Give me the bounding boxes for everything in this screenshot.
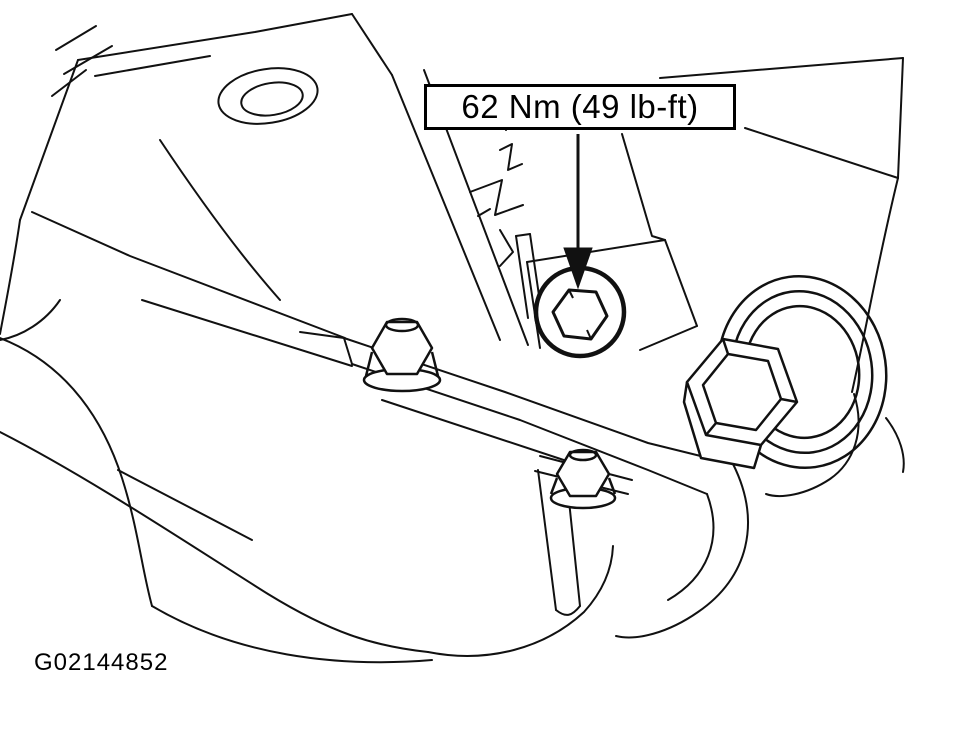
crossmember bbox=[299, 331, 734, 495]
hex-bolt bbox=[682, 337, 799, 470]
case-outline bbox=[0, 13, 904, 393]
drain-plug bbox=[533, 265, 627, 359]
torque-callout: 62 Nm (49 lb-ft) bbox=[424, 84, 736, 130]
flange-nut-lower bbox=[549, 448, 617, 510]
flange-nut-upper bbox=[362, 317, 442, 393]
figure-id: G02144852 bbox=[34, 649, 169, 676]
torque-arrow bbox=[563, 134, 593, 290]
torque-value: 62 Nm (49 lb-ft) bbox=[461, 88, 699, 125]
oil-pan-outline bbox=[0, 299, 905, 664]
